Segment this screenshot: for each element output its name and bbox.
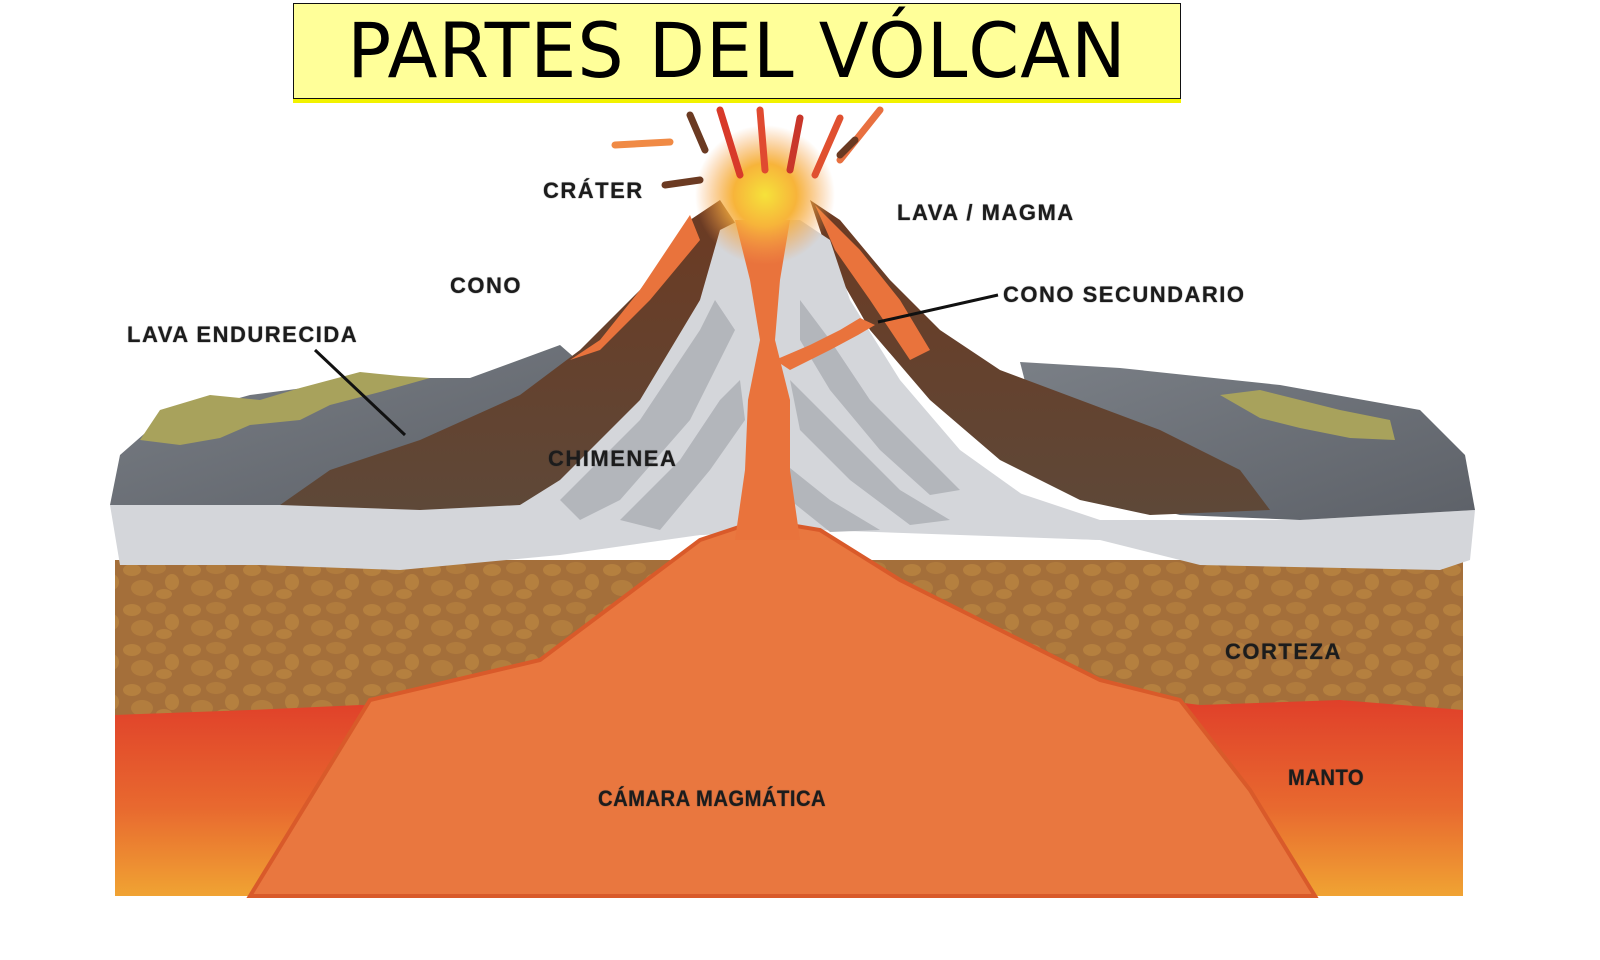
title-box: PARTES DEL VÓLCAN [293,3,1181,99]
leader-line-hardened-lava [313,348,407,437]
secondary-cone-branch [775,318,875,370]
eruption-glow [695,125,835,265]
label-cone: CONO [450,273,522,298]
label-mantle: MANTO [1288,765,1365,790]
leader-line-secondary-cone [877,293,999,324]
grass-patch-right [1220,390,1395,440]
left-rock-plateau [110,345,600,505]
label-crust: CORTEZA [1225,639,1342,664]
page-title: PARTES DEL VÓLCAN [347,6,1127,95]
eruption-spatter [611,106,884,189]
label-secondary-cone: CONO SECUNDARIO [1003,282,1246,307]
label-crater: CRÁTER [543,178,644,203]
label-magma-chamber: CÁMARA MAGMÁTICA [598,786,827,811]
label-chimney: CHIMENEA [548,446,678,471]
lava-flow-left [570,215,700,360]
ash-stripes [560,300,960,532]
magma-chamber [246,517,1319,898]
cone-right-flank [810,200,1270,515]
label-hardened-lava: LAVA ENDURECIDA [127,322,359,347]
label-lava-magma: LAVA / MAGMA [897,200,1075,225]
lava-flow-right [815,205,930,360]
chimney-conduit [735,220,800,540]
